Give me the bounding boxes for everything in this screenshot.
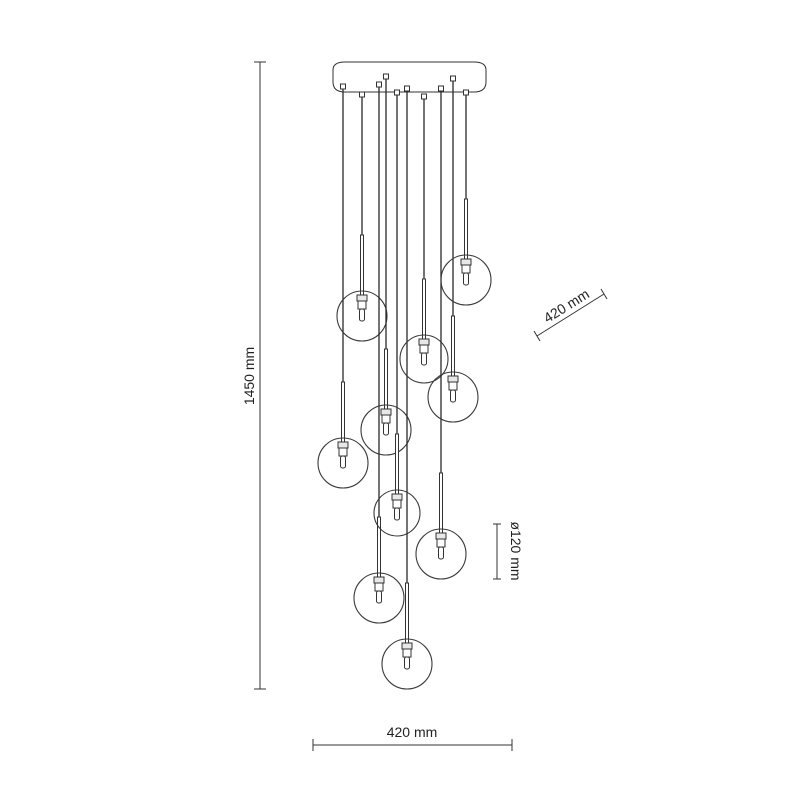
- cable-anchor: [421, 93, 427, 100]
- height-label: 1450 mm: [241, 347, 257, 405]
- cable-anchor: [376, 81, 382, 88]
- socket-body: [338, 447, 348, 457]
- pendant-5: [373, 89, 421, 537]
- glass-globe: [373, 489, 421, 537]
- depth-dimension-tick-b: [600, 288, 608, 300]
- cable-anchor: [404, 85, 410, 92]
- socket-body: [448, 381, 458, 391]
- cable-anchor: [438, 85, 444, 92]
- pendant-rod: [451, 315, 455, 379]
- pendant-3: [353, 81, 405, 624]
- cable-anchor: [340, 83, 346, 90]
- socket-body: [392, 499, 402, 509]
- pendant-9: [427, 75, 479, 423]
- height-dimension: 1450 mm: [241, 61, 266, 690]
- pendant-10: [440, 89, 492, 306]
- pendant-rod: [422, 278, 426, 342]
- glass-globe: [353, 572, 405, 624]
- pendant-rod: [439, 472, 443, 536]
- glass-globe: [440, 254, 492, 306]
- glass-globe: [336, 290, 388, 342]
- pendant-rod: [360, 234, 364, 298]
- socket-collar: [356, 294, 368, 302]
- socket-collar: [460, 258, 472, 266]
- socket-collar: [435, 532, 447, 540]
- socket-body: [381, 414, 391, 424]
- pendant-rod: [464, 198, 468, 262]
- depth-dimension-line: [536, 293, 605, 337]
- socket-body: [436, 538, 446, 548]
- width-dimension: 420 mm: [312, 724, 513, 751]
- globe-label: ø120 mm: [508, 521, 524, 580]
- bulb: [463, 272, 469, 286]
- pendant-1: [317, 83, 369, 489]
- bulb: [438, 546, 444, 560]
- socket-body: [419, 344, 429, 354]
- glass-globe: [381, 638, 433, 690]
- socket-collar: [391, 493, 403, 501]
- socket-collar: [337, 441, 349, 449]
- glass-globe: [360, 404, 412, 456]
- socket-body: [402, 648, 412, 658]
- bulb: [376, 590, 382, 604]
- glass-globe: [399, 334, 449, 384]
- socket-collar: [373, 576, 385, 584]
- socket-body: [357, 300, 367, 310]
- cable-anchor: [450, 75, 456, 82]
- socket-collar: [401, 642, 413, 650]
- socket-collar: [418, 338, 430, 346]
- glass-globe: [415, 528, 467, 580]
- bulb: [383, 422, 389, 436]
- depth-dimension: 420 mm: [533, 286, 608, 342]
- canopy-body: [332, 61, 487, 93]
- pendants: [317, 73, 492, 690]
- globe-dimension: ø120 mm: [493, 521, 524, 581]
- bulb: [450, 389, 456, 403]
- cable-anchor: [463, 89, 469, 96]
- bulb: [394, 507, 400, 521]
- socket-body: [461, 264, 471, 274]
- cable-anchor: [359, 91, 365, 98]
- glass-globe: [427, 371, 479, 423]
- pendant-7: [399, 93, 449, 384]
- cable-anchor: [394, 89, 400, 96]
- width-label: 420 mm: [387, 724, 438, 740]
- ceiling-canopy: [332, 61, 487, 93]
- bulb: [421, 352, 427, 366]
- cable-anchor: [383, 73, 389, 80]
- pendant-rod: [395, 433, 399, 497]
- depth-dimension-tick-a: [533, 330, 541, 342]
- pendant-6: [381, 85, 433, 690]
- glass-globe: [317, 437, 369, 489]
- bulb: [359, 308, 365, 322]
- socket-collar: [380, 408, 392, 416]
- bulb: [404, 656, 410, 670]
- pendant-rod: [384, 348, 388, 412]
- bulb: [340, 455, 346, 469]
- socket-collar: [447, 375, 459, 383]
- pendant-rod: [405, 582, 409, 646]
- pendant-4: [360, 73, 412, 456]
- pendant-2: [336, 91, 388, 342]
- pendant-rod: [341, 381, 345, 445]
- socket-body: [374, 582, 384, 592]
